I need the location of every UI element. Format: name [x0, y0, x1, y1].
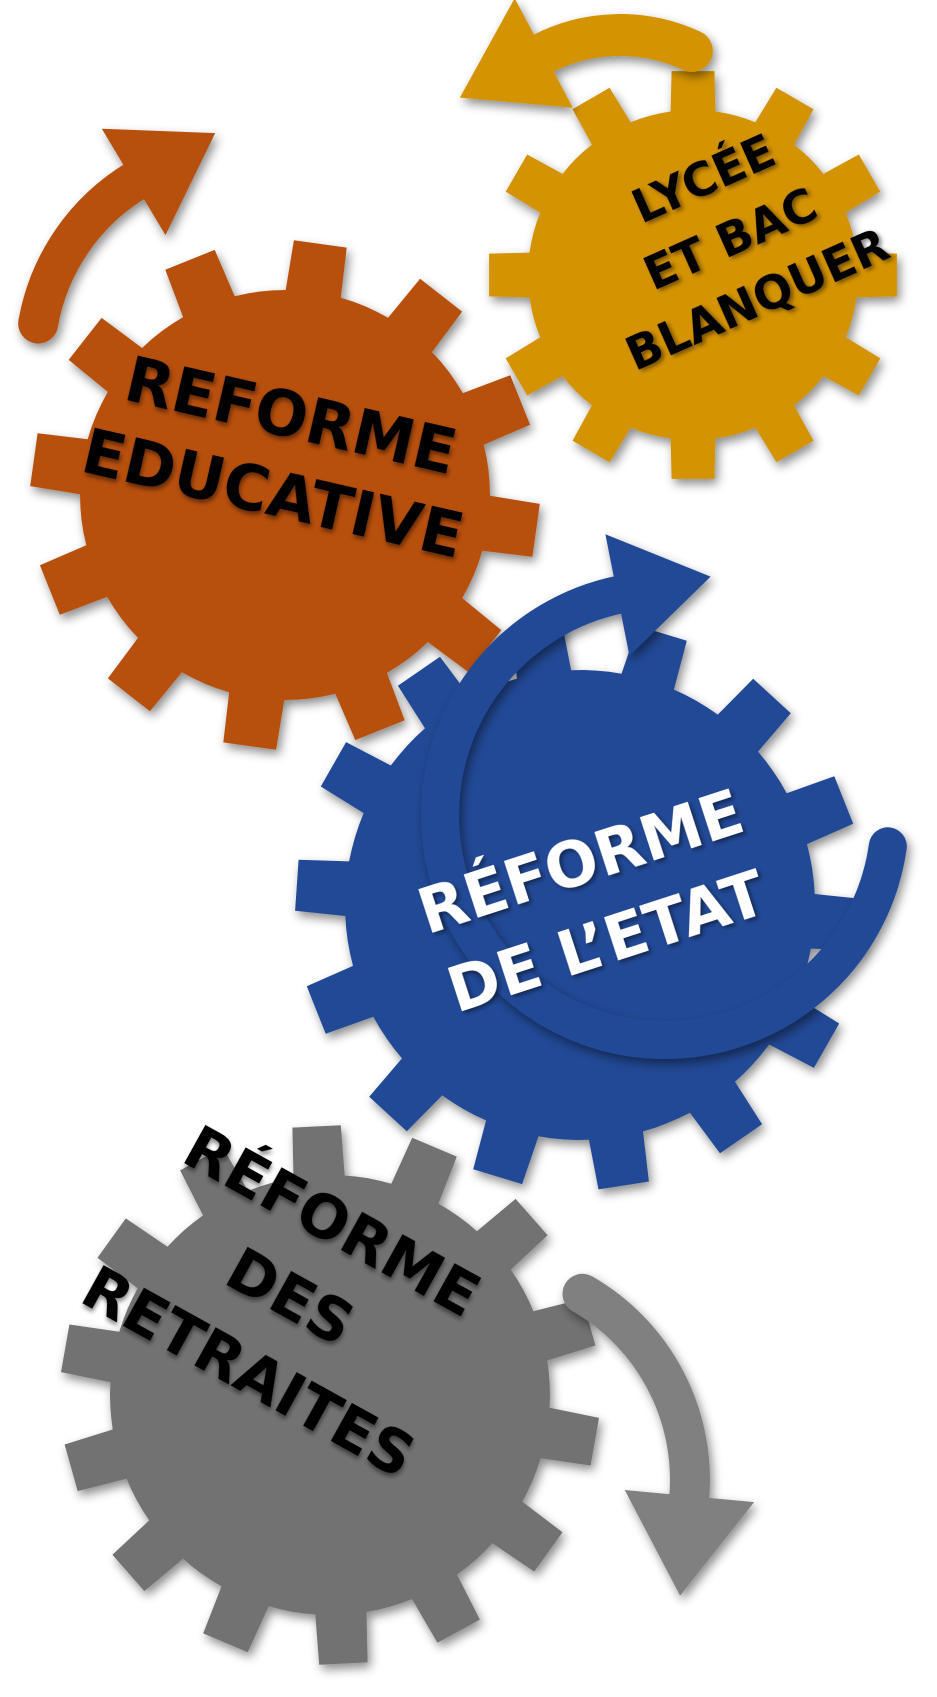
arrow-lycee-curved-arrow-counterclockwise: [459, 0, 713, 108]
arrow-retraites-shaft: [562, 1273, 710, 1521]
arrow-etat-shaft: [421, 575, 907, 1059]
arrow-retraites-curved-arrow-clockwise: [562, 1273, 755, 1596]
gear-educative-icon: [30, 240, 540, 750]
arrow-etat-curved-arrow-counterclockwise: [421, 534, 907, 1059]
arrow-etat-head: [605, 534, 711, 656]
arrow-lycee-shaft: [519, 14, 713, 76]
gear-lycee-icon: [489, 71, 897, 479]
arrow-retraites-head: [624, 1490, 755, 1596]
arrow-lycee-head: [459, 0, 573, 108]
arrow-educative-shaft: [18, 159, 158, 344]
arrow-educative-head: [101, 128, 216, 236]
gear-retraites-icon: [61, 1125, 599, 1665]
arrow-educative-curved-arrow-clockwise: [18, 128, 216, 344]
